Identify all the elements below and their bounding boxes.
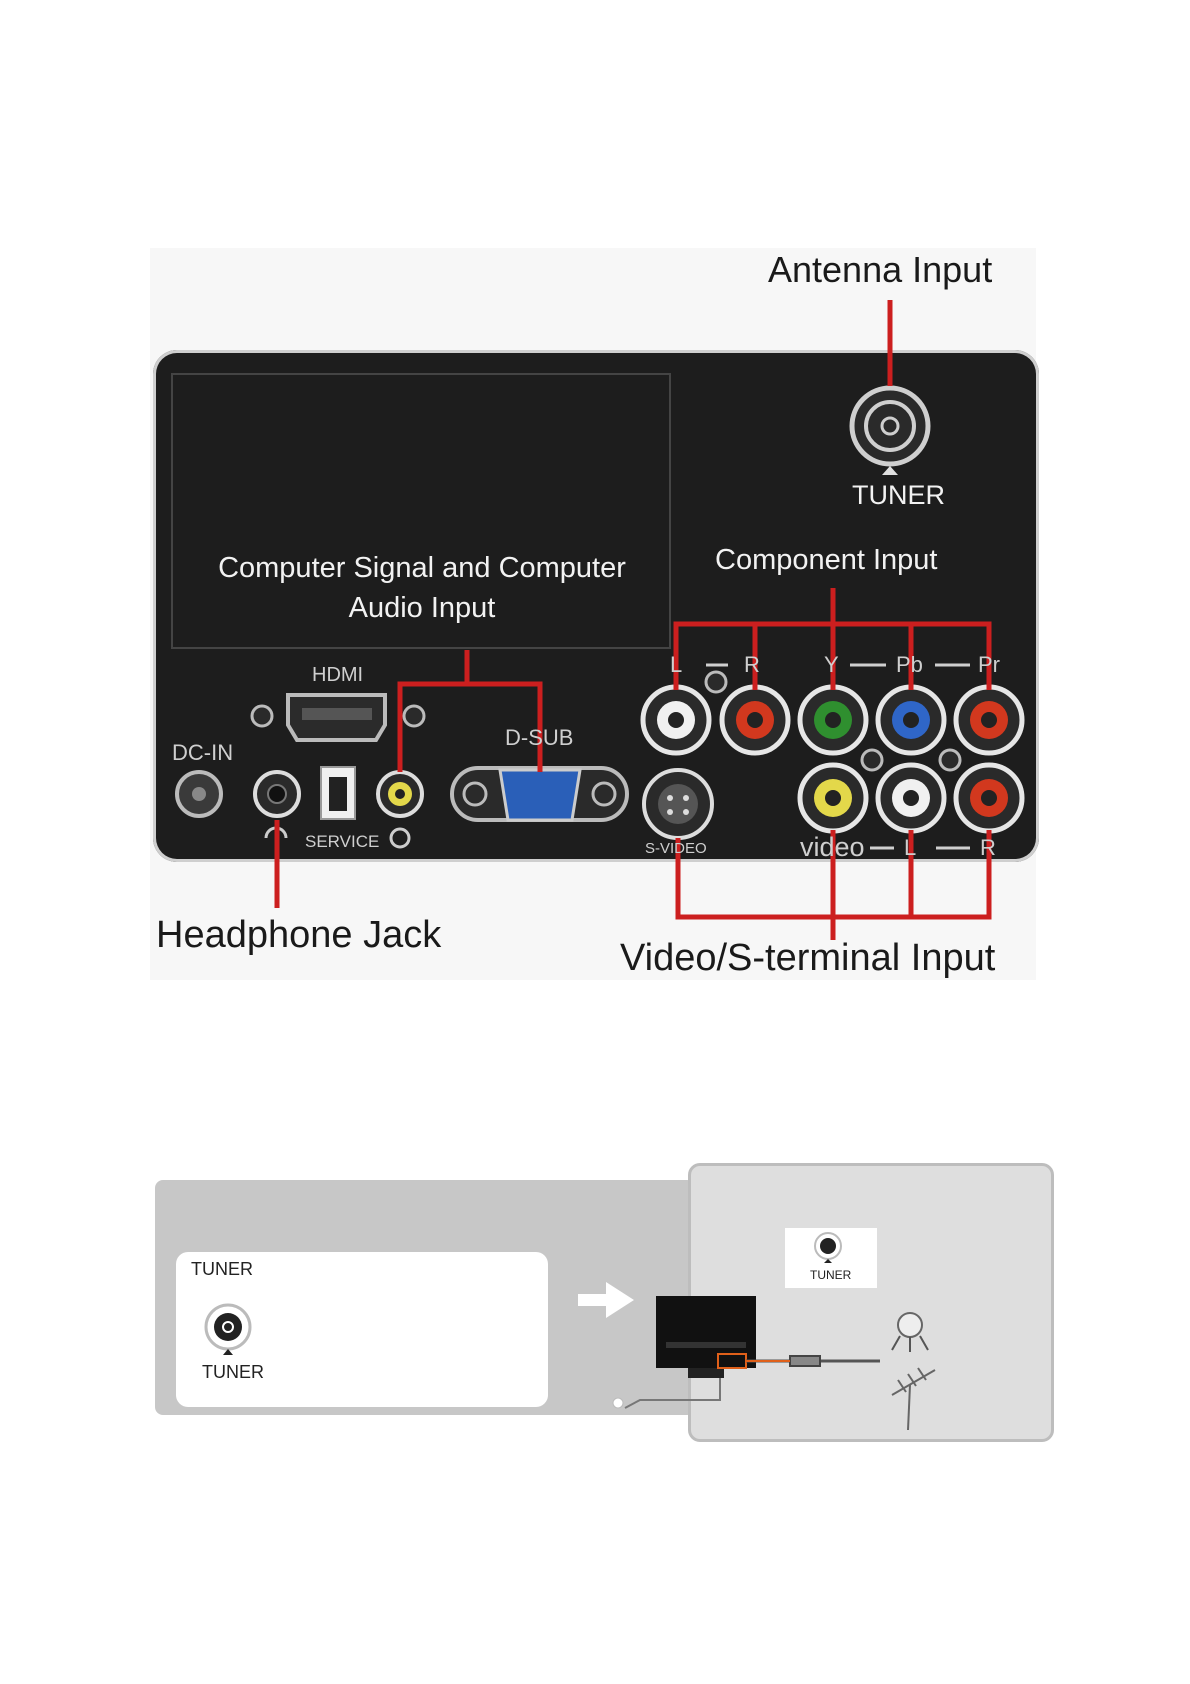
wall-socket-icon — [613, 1398, 623, 1408]
satellite-dish-icon — [892, 1313, 928, 1352]
card-title: TUNER — [191, 1259, 253, 1280]
tv-aerial-icon — [892, 1368, 935, 1430]
mini-tuner-jack-icon — [815, 1233, 841, 1263]
card-tuner-jack-icon — [206, 1305, 250, 1355]
mini-tuner-label: TUNER — [810, 1268, 851, 1282]
right-arrow-icon — [578, 1282, 634, 1318]
card-jack-label: TUNER — [202, 1362, 264, 1383]
tv-monitor-icon — [656, 1296, 756, 1378]
